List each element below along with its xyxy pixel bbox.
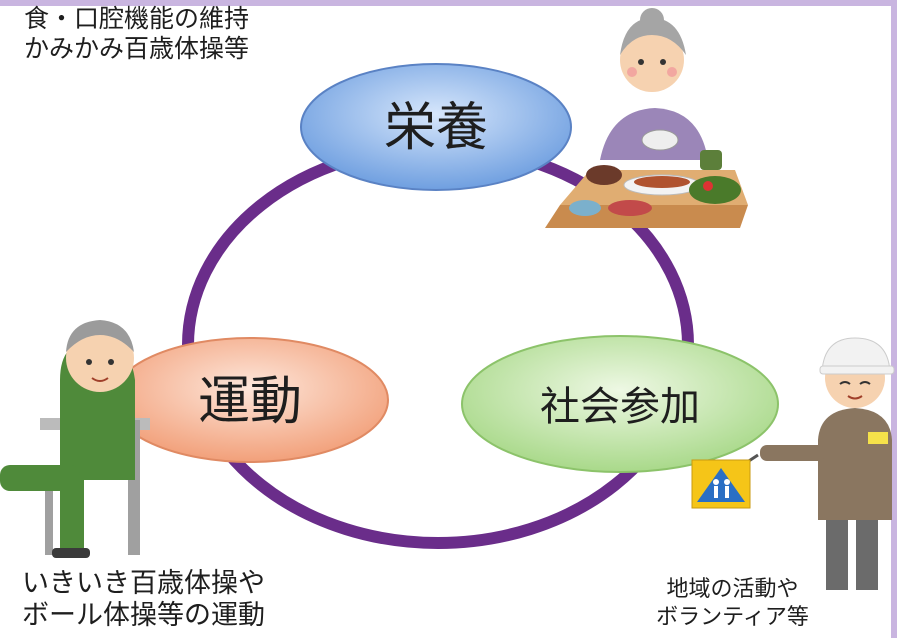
nutrition-ellipse: [300, 63, 572, 191]
social-caption-line1: 地域の活動や: [666, 577, 799, 602]
exercise-label: 運動: [198, 372, 302, 432]
crossing-guard-volunteer-illustration: [760, 337, 895, 590]
exercise-caption: いきいき百歳体操や ボール体操等の運動: [22, 568, 265, 632]
nutrition-caption: 食・口腔機能の維持 かみかみ百歳体操等: [24, 4, 249, 64]
exercise-caption-line1: いきいき百歳体操や: [22, 568, 265, 599]
nutrition-node: 栄養: [300, 63, 572, 191]
exercise-node: 運動: [111, 337, 389, 463]
social-node: 社会参加: [461, 335, 779, 473]
social-caption-line2: ボランティア等: [656, 605, 809, 630]
social-label: 社会参加: [540, 384, 700, 430]
elderly-man-exercising-illustration: [0, 320, 150, 558]
nutrition-caption-line2: かみかみ百歳体操等: [24, 34, 250, 63]
social-caption: 地域の活動や ボランティア等: [630, 576, 835, 632]
exercise-caption-line2: ボール体操等の運動: [22, 600, 265, 631]
social-ellipse: [461, 335, 779, 473]
nutrition-label: 栄養: [384, 98, 488, 158]
pedestrian-crossing-sign-icon: [691, 453, 759, 509]
nutrition-caption-line1: 食・口腔機能の維持: [24, 4, 250, 33]
elderly-woman-eating-illustration: [545, 8, 748, 228]
